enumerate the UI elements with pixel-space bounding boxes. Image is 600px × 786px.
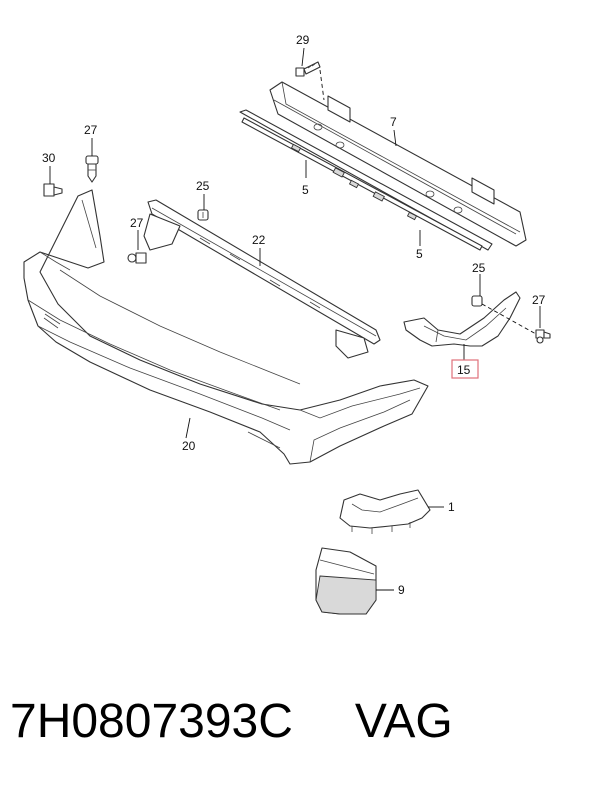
callout-20: 20 [182,439,196,453]
part-27-screw-right [535,329,551,344]
callout-1: 1 [448,500,455,514]
part-15-bracket [403,291,521,347]
part-number: 7H0807393C [10,694,293,748]
part-20-bumper-cover [23,189,429,465]
footer-caption: 7H0807393C VAG [10,686,590,756]
callout-27-top-left: 27 [84,123,98,137]
callout-9: 9 [398,583,405,597]
callout-30: 30 [42,151,56,165]
part-5-strip [239,109,493,251]
part-25-spacer-left [197,209,209,221]
part-15-highlight-box [451,359,479,379]
callout-7: 7 [390,115,397,129]
callout-15: 15 [457,363,471,377]
brand-label: VAG [354,694,453,748]
callout-27-left: 27 [130,216,144,230]
part-27-screw-left [127,252,147,264]
part-29-bolt [295,61,321,77]
callout-29: 29 [296,33,310,47]
part-1-holder [339,489,431,534]
part-27-clip-top-left [85,155,99,183]
part-30-screw [43,183,63,197]
callout-25-left: 25 [196,179,210,193]
callout-25-right: 25 [472,261,486,275]
callout-27-right: 27 [532,293,546,307]
part-22-guide-profile [143,199,381,359]
callout-5-lower: 5 [416,247,423,261]
part-7-reinforcement-beam [269,81,527,247]
leader-lines [49,47,541,591]
callout-22: 22 [252,233,266,247]
part-9-reflector [315,547,377,615]
exploded-parts-diagram: 29 7 5 5 27 30 25 27 22 20 25 27 15 1 9 [23,33,551,615]
callout-5-upper: 5 [302,183,309,197]
